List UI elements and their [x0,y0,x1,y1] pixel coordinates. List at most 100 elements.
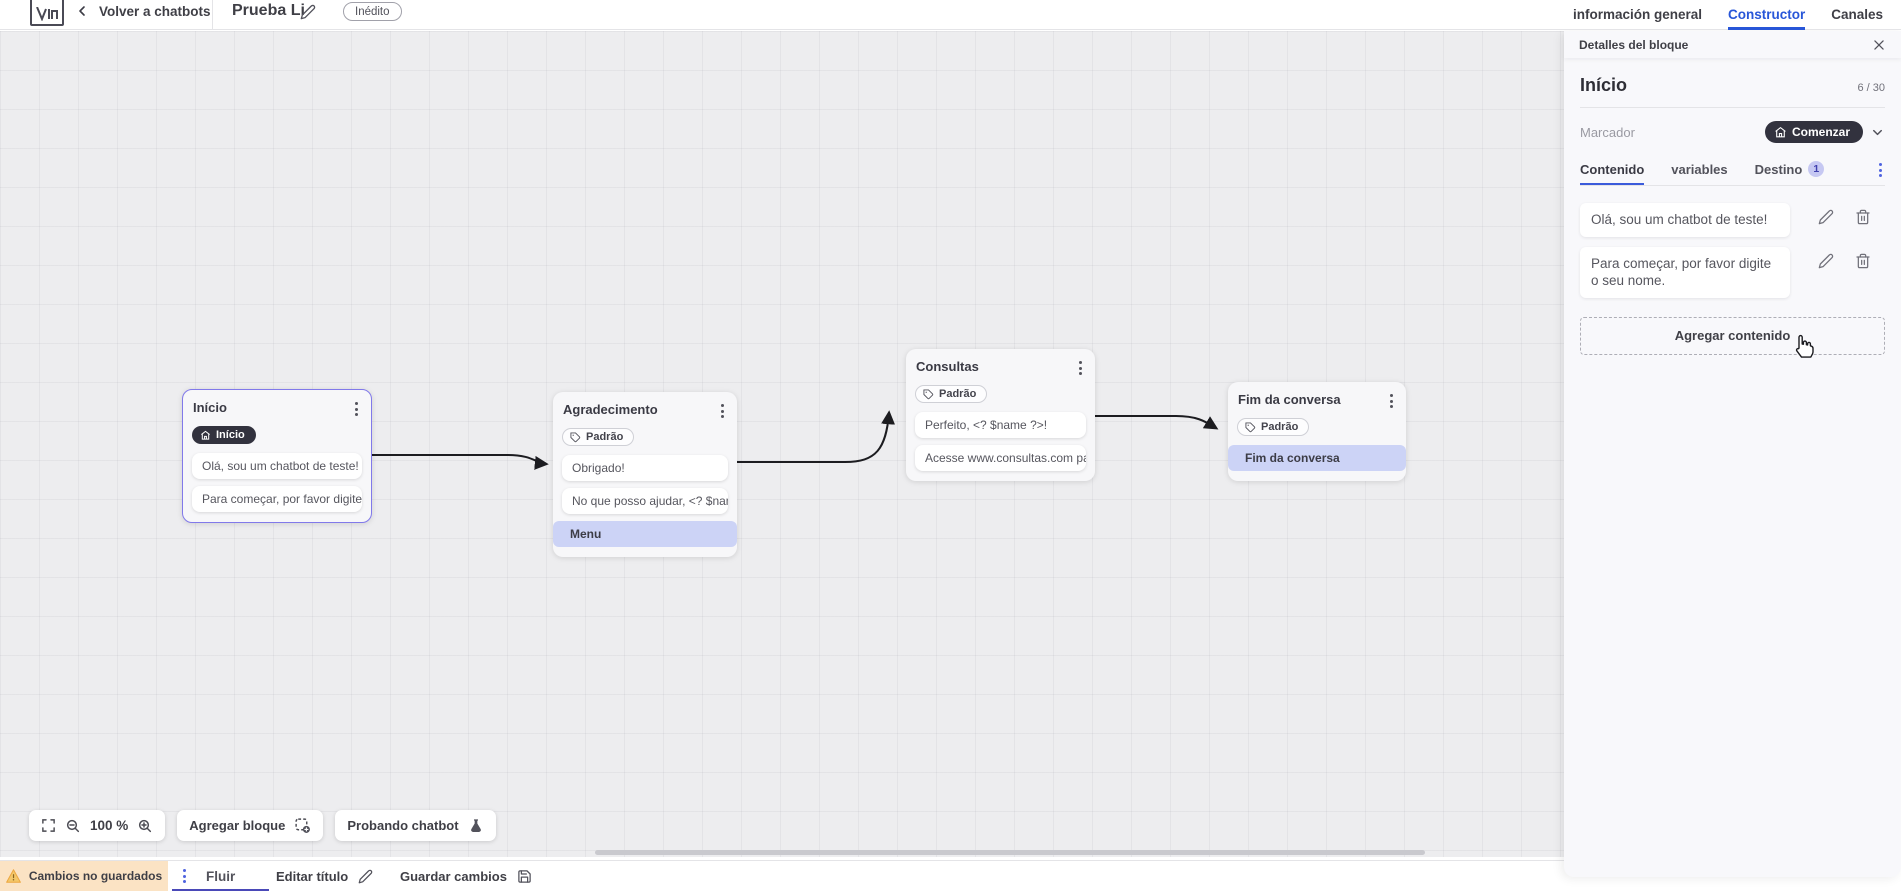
test-chatbot-button[interactable]: Probando chatbot [335,810,496,841]
flask-icon [468,818,484,834]
logo-glyph [36,7,58,21]
add-block-icon [294,817,311,834]
save-changes-button[interactable]: Guardar cambios [400,861,532,891]
zoom-out-icon[interactable] [65,818,81,834]
connector-wires [371,410,1219,470]
add-block-button[interactable]: Agregar bloque [177,810,324,841]
zoom-in-icon[interactable] [137,818,153,834]
horizontal-scrollbar[interactable] [595,850,1425,855]
test-chatbot-label: Probando chatbot [347,818,459,833]
edit-content-icon[interactable] [1818,209,1834,225]
flow-tab-label: Fluir [206,868,236,884]
tab-constructor[interactable]: Constructor [1728,0,1806,30]
tab-destino[interactable]: Destino 1 [1755,155,1825,185]
status-badge: Inédito [343,2,402,21]
topbar-divider [212,0,213,30]
node-row[interactable]: Para começar, por favor digite o ... [192,486,362,512]
node-tag-badge[interactable]: Padrão [562,428,635,446]
flow-title: Prueba Li [232,2,305,19]
node-title: Início [193,400,227,415]
home-icon [201,430,210,440]
fullscreen-icon[interactable] [41,818,56,833]
close-icon[interactable] [1872,38,1886,52]
node-menu-icon[interactable] [352,400,361,418]
top-bar: Volver a chatbots Prueba Li Inédito info… [0,0,1901,30]
block-details-panel: Detalles del bloque Início 6 / 30 Marcad… [1564,31,1901,877]
save-icon [517,869,532,884]
node-row[interactable]: No que posso ajudar, <? $name ... [562,488,728,514]
edit-content-icon[interactable] [1818,253,1834,269]
add-block-label: Agregar bloque [189,818,286,833]
tag-icon [923,388,934,399]
content-text-box[interactable]: Olá, sou um chatbot de teste! [1580,203,1790,237]
chevron-down-icon[interactable] [1870,125,1885,140]
edit-title-button[interactable]: Editar título [276,861,373,891]
node-row[interactable]: Obrigado! [562,455,728,481]
node-row[interactable]: Perfeito, <? $name ?>! [915,412,1086,438]
node-row[interactable]: Olá, sou um chatbot de teste! [192,453,362,479]
panel-content-list: Olá, sou um chatbot de teste! Para começa… [1580,203,1885,298]
node-title: Agradecimento [563,402,658,417]
node-menu-icon[interactable] [1076,359,1085,377]
node-menu-icon[interactable] [1387,392,1396,410]
node-title: Fim da conversa [1238,392,1341,407]
delete-content-icon[interactable] [1855,253,1871,269]
tab-informacion-general[interactable]: información general [1573,6,1703,22]
pencil-icon [358,869,373,884]
edit-title-label: Editar título [276,868,349,884]
marker-label: Marcador [1580,124,1635,140]
node-tag-badge[interactable]: Padrão [1237,418,1310,436]
panel-header-title: Detalles del bloque [1579,37,1689,52]
node-title: Consultas [916,359,979,374]
content-row: Olá, sou um chatbot de teste! [1580,203,1885,237]
panel-header: Detalles del bloque [1564,31,1901,58]
node-row[interactable]: Menu [553,521,737,547]
block-name[interactable]: Início [1580,75,1628,95]
app-logo[interactable] [30,0,64,26]
char-counter: 6 / 30 [1857,82,1885,94]
unsaved-changes-chip: Cambios no guardados [0,861,168,891]
marker-row: Marcador Comenzar [1580,121,1885,143]
node-tag-badge[interactable]: Padrão [915,385,988,403]
marker-value-button[interactable]: Comenzar [1764,121,1863,143]
flow-tab-underline [172,889,269,891]
back-chevron-icon [74,3,90,19]
save-changes-label: Guardar cambios [400,868,507,884]
node-menu-icon[interactable] [718,402,727,420]
back-to-chatbots-button[interactable]: Volver a chatbots [74,3,211,19]
warning-icon [5,869,21,883]
unsaved-changes-label: Cambios no guardados [28,869,163,883]
back-label: Volver a chatbots [99,3,211,19]
top-tabs: información general Constructor Canales [1564,0,1901,30]
add-content-label: Agregar contenido [1674,328,1791,344]
node-row[interactable]: Fim da conversa [1228,445,1406,471]
tag-icon [570,431,581,442]
flow-tab-fluir[interactable]: Fluir [172,861,269,891]
flow-tab-menu-icon[interactable] [180,867,189,885]
zoom-controls: 100 % [29,810,166,841]
node-start-badge[interactable]: Início [192,426,256,444]
home-icon [1775,126,1786,137]
add-content-button[interactable]: Agregar contenido [1580,316,1885,355]
tab-canales[interactable]: Canales [1831,6,1884,22]
tab-variables[interactable]: variables [1671,161,1728,177]
canvas-toolbar: 100 % Agregar bloque Probando chatbot [29,810,496,841]
delete-content-icon[interactable] [1855,209,1871,225]
destino-count-badge: 1 [1808,161,1825,177]
panel-menu-icon[interactable] [1876,161,1885,179]
zoom-level: 100 % [90,818,129,833]
block-title-row: Início 6 / 30 [1580,75,1885,108]
edit-title-icon[interactable] [300,4,316,25]
content-row: Para começar, por favor digite o seu nom… [1580,246,1885,298]
tab-contenido[interactable]: Contenido [1580,155,1645,185]
content-text-box[interactable]: Para começar, por favor digite o seu nom… [1580,246,1790,298]
node-row[interactable]: Acesse www.consultas.com par... [915,445,1086,471]
tag-icon [1245,421,1256,432]
panel-tabs: Contenido variables Destino 1 [1580,155,1885,186]
marker-value-label: Comenzar [1791,125,1850,139]
